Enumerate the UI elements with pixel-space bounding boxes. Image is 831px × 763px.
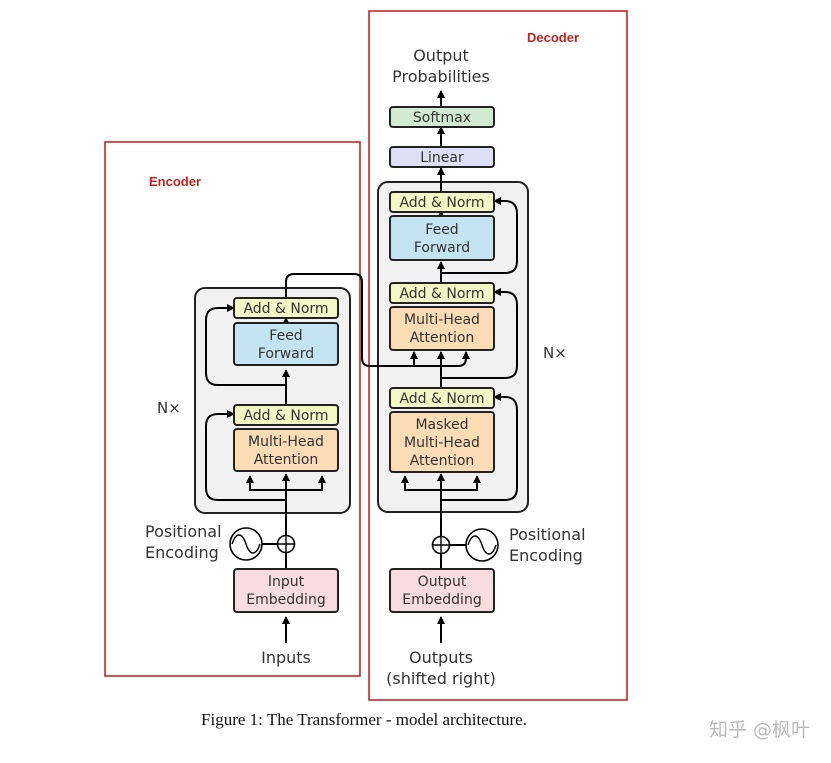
decoder-add-norm-bottom: Add & Norm	[389, 387, 495, 409]
encoder-add-norm-bottom: Add & Norm	[233, 404, 339, 426]
encoder-add-norm-top: Add & Norm	[233, 297, 339, 319]
encoder-add-icon	[276, 534, 296, 554]
encoder-highlight-frame	[104, 141, 361, 677]
decoder-linear-label: Linear	[420, 150, 464, 166]
decoder-masked-label-1: Masked	[415, 417, 468, 433]
decoder-connectors	[401, 90, 518, 643]
encoder-feed-forward-label-1: Feed	[269, 328, 302, 344]
decoder-embedding-label-1: Output	[418, 574, 467, 590]
decoder-masked-label-3: Attention	[410, 453, 475, 469]
encoder-header: Encoder	[149, 174, 201, 189]
decoder-output-label-1: Output	[413, 46, 469, 65]
encoder-feed-forward: Feed Forward	[233, 322, 339, 366]
decoder-outputs-label-1: Outputs	[409, 648, 473, 667]
figure-caption: Figure 1: The Transformer - model archit…	[201, 710, 527, 729]
decoder-embedding-label-2: Embedding	[402, 592, 481, 608]
encoder-embedding-label-2: Embedding	[246, 592, 325, 608]
encoder-attention-label-1: Multi-Head	[248, 434, 324, 450]
decoder-highlight-frame	[368, 10, 628, 701]
decoder-feed-forward: Feed Forward	[389, 215, 495, 261]
decoder-multi-head-attention: Multi-Head Attention	[389, 306, 495, 351]
encoder-feed-forward-label-2: Forward	[258, 346, 314, 362]
decoder-sine-wave-icon	[465, 528, 499, 562]
encoder-layer-stack	[194, 287, 351, 514]
decoder-masked-label-2: Multi-Head	[404, 435, 480, 451]
decoder-feed-forward-label-2: Forward	[414, 240, 470, 256]
decoder-softmax: Softmax	[389, 106, 495, 128]
decoder-add-norm-mid: Add & Norm	[389, 282, 495, 304]
decoder-positional-label-2: Encoding	[509, 546, 583, 565]
decoder-masked-multi-head-attention: Masked Multi-Head Attention	[389, 411, 495, 473]
encoder-embedding-label-1: Input	[268, 574, 305, 590]
decoder-cross-attention-label-2: Attention	[410, 330, 475, 346]
decoder-output-label-2: Probabilities	[392, 67, 490, 86]
decoder-add-icon	[431, 535, 451, 555]
watermark: 知乎 @枫叶	[709, 719, 810, 741]
decoder-add-norm-mid-label: Add & Norm	[399, 286, 484, 302]
decoder-header: Decoder	[527, 30, 579, 45]
decoder-add-norm-top: Add & Norm	[389, 191, 495, 213]
decoder-softmax-label: Softmax	[413, 110, 471, 126]
encoder-inputs-label: Inputs	[261, 648, 311, 667]
encoder-positional-label-1: Positional	[145, 522, 222, 541]
encoder-multi-head-attention: Multi-Head Attention	[233, 428, 339, 472]
decoder-positional-label-1: Positional	[509, 525, 586, 544]
decoder-add-norm-top-label: Add & Norm	[399, 195, 484, 211]
decoder-nx-label: N×	[543, 344, 567, 362]
decoder-add-norm-bottom-label: Add & Norm	[399, 391, 484, 407]
decoder-output-embedding: Output Embedding	[389, 568, 495, 613]
encoder-nx-label: N×	[157, 399, 181, 417]
encoder-add-norm-bottom-label: Add & Norm	[243, 408, 328, 424]
decoder-linear: Linear	[389, 146, 495, 168]
encoder-connectors	[205, 273, 470, 643]
decoder-feed-forward-label-1: Feed	[425, 222, 458, 238]
encoder-input-embedding: Input Embedding	[233, 568, 339, 613]
encoder-add-norm-top-label: Add & Norm	[243, 301, 328, 317]
encoder-attention-label-2: Attention	[254, 452, 319, 468]
encoder-sine-wave-icon	[229, 527, 263, 561]
encoder-positional-label-2: Encoding	[145, 543, 219, 562]
decoder-outputs-label-2: (shifted right)	[386, 669, 496, 688]
decoder-cross-attention-label-1: Multi-Head	[404, 312, 480, 328]
